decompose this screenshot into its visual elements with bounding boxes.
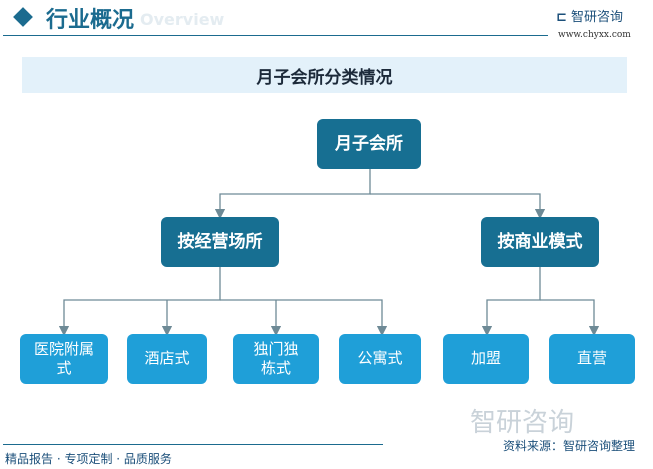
leaf-node: 医院附属式	[20, 334, 108, 384]
source-note: 资料来源：智研咨询整理	[503, 439, 636, 453]
leaf-node: 酒店式	[127, 334, 207, 384]
logo-text: 智研咨询	[571, 10, 624, 25]
root-node: 月子会所	[317, 119, 421, 169]
footer-slogan: 精品报告 · 专项定制 · 品质服务	[5, 452, 172, 466]
logo-icon: ⊏	[556, 10, 567, 25]
site-url: www.chyxx.com	[558, 30, 631, 40]
diagram-title: 月子会所分类情况	[22, 57, 627, 93]
header-divider	[3, 35, 548, 36]
leaf-node: 公寓式	[339, 334, 421, 384]
watermark-logo: 智研咨询	[470, 408, 575, 438]
group-node-venue: 按经营场所	[161, 217, 279, 267]
leaf-node: 独门独栋式	[233, 334, 319, 384]
group-node-business-model: 按商业模式	[481, 217, 599, 267]
footer-divider	[3, 444, 383, 445]
section-title: 行业概况	[46, 7, 135, 33]
brand-logo: ⊏ 智研咨询	[556, 6, 623, 25]
leaf-node: 加盟	[443, 334, 529, 384]
section-subtitle: Overview	[140, 10, 225, 29]
leaf-node: 直营	[549, 334, 635, 384]
